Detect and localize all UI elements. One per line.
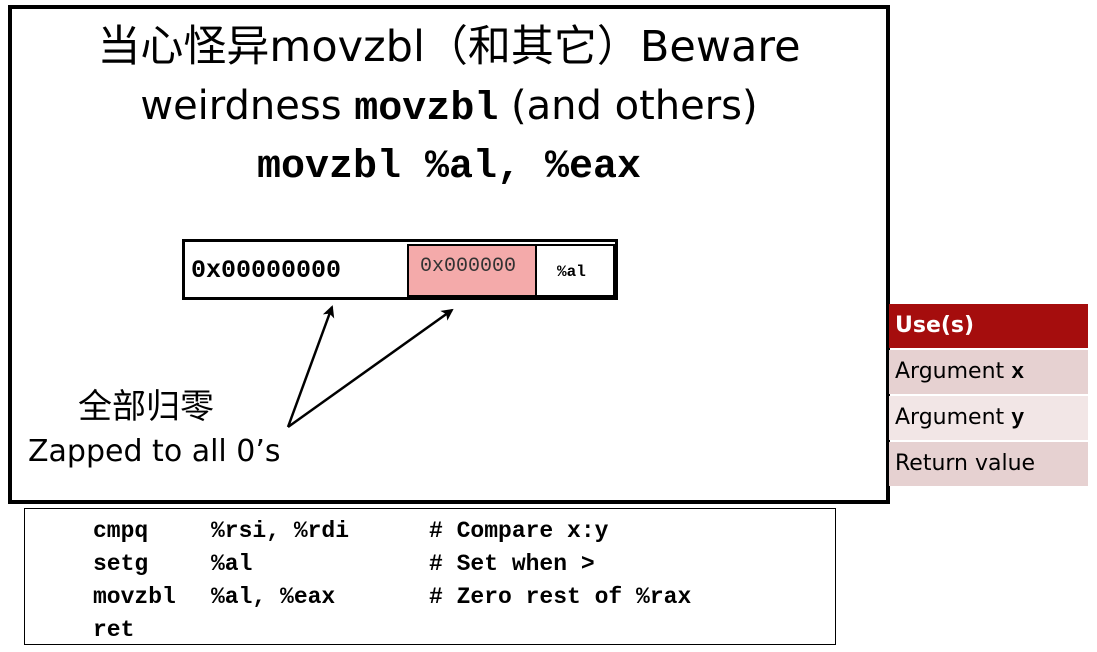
code-op: movzbl (93, 584, 176, 610)
row-label: Argument (895, 359, 1012, 384)
code-comment: # Set when > (429, 551, 595, 577)
code-op: cmpq (93, 518, 149, 544)
code-line: cmpq %rsi, %rdi # Compare x:y (93, 516, 608, 546)
code-args: %al (211, 551, 253, 577)
arrow-to-upper (286, 305, 335, 428)
register-al-cell: %al (537, 244, 615, 297)
row-label: Return value (895, 451, 1036, 476)
table-row: Argument y (889, 396, 1088, 440)
slide-title-line1: 当心怪异movzbl（和其它）Beware (97, 22, 801, 72)
code-block: cmpq %rsi, %rdi # Compare x:y setg %al # Set… (24, 508, 836, 645)
title-suffix: (and others) (498, 83, 758, 129)
pointer-arrows (286, 305, 454, 429)
code-args: %al, %eax (211, 584, 336, 610)
code-comment: # Compare x:y (429, 518, 609, 544)
annotation-zh: 全部归零 (78, 387, 214, 427)
title-code: movzbl (354, 87, 499, 132)
code-line: ret (93, 615, 429, 645)
row-arg: x (1011, 360, 1025, 385)
code-op: ret (93, 617, 135, 643)
row-label: Argument (895, 405, 1012, 430)
table-row: Return value (889, 442, 1088, 486)
slide-instruction: movzbl %al, %eax (256, 145, 642, 190)
slide-title-line2: weirdness movzbl (and others) (12, 81, 886, 135)
code-op: setg (93, 551, 149, 577)
register-upper-value: 0x00000000 (191, 256, 342, 285)
code-line: setg %al # Set when > (93, 549, 595, 579)
title-prefix: weirdness (140, 83, 355, 129)
table-row: Argument x (889, 350, 1088, 394)
table-header: Use(s) (889, 304, 1088, 348)
slide-frame: 当心怪异movzbl（和其它）Beware weirdness movzbl (… (8, 5, 890, 504)
arrow-to-low (287, 308, 454, 429)
code-line: movzbl %al, %eax # Zero rest of %rax (93, 582, 691, 612)
register-low-bytes: 0x000000 (407, 244, 537, 297)
annotation-en: Zapped to all 0’s (28, 434, 281, 469)
register-diagram: 0x00000000 0x000000 %al (182, 239, 618, 300)
code-comment: # Zero rest of %rax (429, 584, 692, 610)
register-use-table: Use(s) Argument x Argument y Return valu… (889, 304, 1088, 486)
row-arg: y (1011, 406, 1025, 431)
code-args: %rsi, %rdi (211, 518, 350, 544)
register-low-value: 0x000000 (420, 255, 517, 278)
register-al-label: %al (557, 263, 586, 281)
